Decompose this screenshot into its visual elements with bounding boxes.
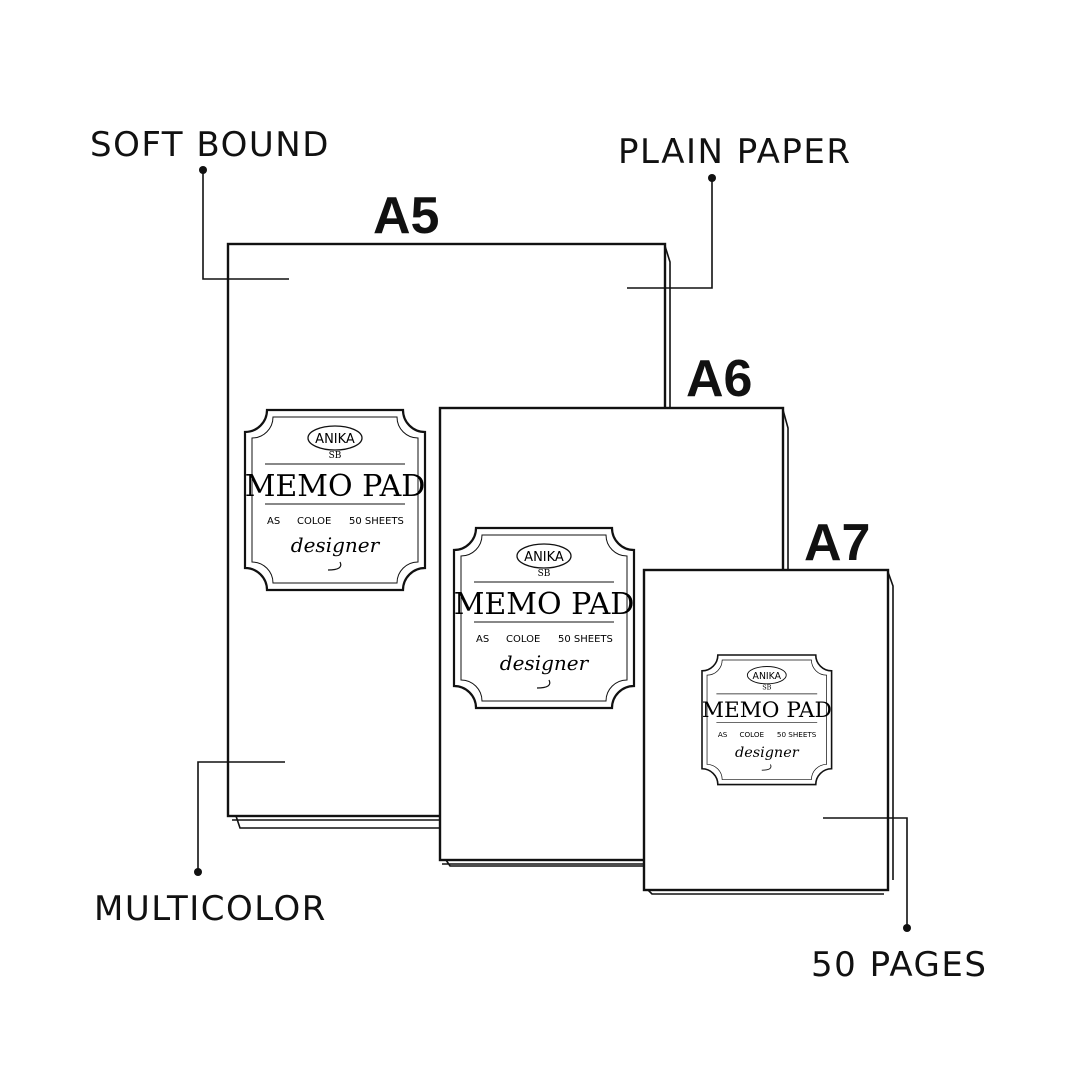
a6-label-badge: ANIKA SB MEMO PAD AS COLOE 50 SHEETS des…: [452, 526, 636, 710]
badge-brand: ANIKA: [524, 550, 564, 565]
size-label-a5: A5: [373, 187, 439, 245]
size-label-a6: A6: [686, 350, 752, 408]
a7-side-edge: [887, 571, 894, 880]
badge-monogram: SB: [762, 684, 771, 692]
callout-50-pages: 50 PAGES: [811, 817, 987, 985]
callout-multicolor: MULTICOLOR: [94, 761, 327, 929]
badge-line-right: 50 SHEETS: [777, 730, 817, 739]
badge-line-right: 50 SHEETS: [558, 634, 613, 645]
badge-script: designer: [500, 651, 590, 675]
badge-script: designer: [291, 533, 381, 557]
badge-monogram: SB: [538, 569, 551, 579]
badge-line-left: AS: [718, 730, 728, 739]
badge-line-mid: COLOE: [506, 634, 540, 645]
size-label-a7: A7: [804, 514, 870, 572]
a7-page-edges: [647, 889, 884, 895]
callout-leader-line: [202, 170, 289, 280]
callout-leader-line: [627, 178, 713, 289]
badge-script: designer: [735, 745, 800, 761]
badge-brand: ANIKA: [753, 671, 782, 682]
badge-monogram: SB: [329, 451, 342, 461]
callout-leader-line: [197, 761, 285, 872]
callout-label: 50 PAGES: [811, 945, 987, 985]
a5-label-badge: ANIKA SB MEMO PAD AS COLOE 50 SHEETS des…: [243, 408, 427, 592]
badge-title: MEMO PAD: [454, 587, 635, 622]
badge-title: MEMO PAD: [245, 469, 426, 504]
badge-line-left: AS: [267, 516, 280, 527]
a7-label-badge: ANIKA SB MEMO PAD AS COLOE 50 SHEETS des…: [701, 654, 833, 786]
callout-label: PLAIN PAPER: [618, 132, 851, 172]
badge-line-right: 50 SHEETS: [349, 516, 404, 527]
callout-soft-bound: SOFT BOUND: [90, 125, 330, 280]
badge-line-mid: COLOE: [297, 516, 331, 527]
callout-label: MULTICOLOR: [94, 889, 327, 929]
badge-line-mid: COLOE: [739, 730, 764, 739]
badge-line-left: AS: [476, 634, 489, 645]
callout-label: SOFT BOUND: [90, 125, 330, 165]
badge-title: MEMO PAD: [702, 698, 832, 723]
callout-leader-line: [823, 817, 908, 928]
a7-memo-pad: ANIKA SB MEMO PAD AS COLOE 50 SHEETS des…: [642, 568, 894, 895]
badge-brand: ANIKA: [315, 432, 355, 447]
callout-plain-paper: PLAIN PAPER: [618, 132, 851, 289]
